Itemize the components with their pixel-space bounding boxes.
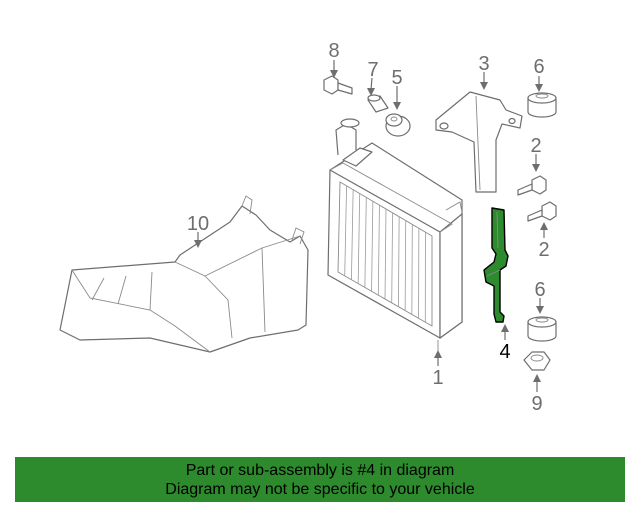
bracket-part-4-highlighted — [483, 207, 509, 323]
nut-part-9 — [523, 351, 551, 371]
bolt-part-2-lower — [527, 201, 557, 222]
callout-2-lower: 2 — [538, 239, 549, 261]
fin-line — [351, 189, 354, 280]
mount-part-6-lower — [527, 316, 557, 342]
callout-10: 10 — [187, 213, 209, 235]
air-duct-part-10 — [59, 195, 309, 353]
callout-5: 5 — [391, 67, 402, 89]
fin-line — [391, 212, 393, 303]
fin-line — [364, 197, 367, 288]
callout-2-upper: 2 — [530, 135, 541, 157]
grommet-part-5 — [385, 113, 411, 137]
intercooler-part-1 — [327, 118, 463, 352]
fin-line — [377, 205, 380, 296]
fin-line — [344, 185, 347, 276]
callout-7: 7 — [367, 59, 378, 81]
callout-1: 1 — [432, 367, 443, 389]
callout-6-lower: 6 — [534, 279, 545, 301]
callout-9: 9 — [531, 393, 542, 415]
fin-line — [384, 208, 387, 300]
bolt-part-8 — [323, 75, 353, 95]
fin-line — [357, 193, 361, 284]
banner-line-1: Part or sub-assembly is #4 in diagram — [185, 461, 455, 479]
bolt-part-2-upper — [517, 175, 547, 196]
intercooler-fins — [344, 185, 426, 323]
sleeve-part-7 — [367, 94, 389, 113]
mount-part-6-upper — [527, 92, 557, 118]
callout-4: 4 — [499, 341, 510, 363]
banner-line-2: Diagram may not be specific to your vehi… — [165, 480, 475, 498]
info-banner: Part or sub-assembly is #4 in diagram Di… — [15, 457, 625, 502]
callout-6-upper: 6 — [533, 56, 544, 78]
callout-8: 8 — [328, 40, 339, 62]
parts-diagram: 8 7 5 3 6 2 2 6 9 1 4 10 — [59, 40, 557, 415]
fin-line — [371, 201, 374, 292]
callout-3: 3 — [478, 53, 489, 75]
leader-lines — [194, 60, 548, 392]
fin-line — [398, 216, 400, 307]
fin-line — [404, 220, 407, 311]
bracket-part-3 — [435, 91, 523, 193]
